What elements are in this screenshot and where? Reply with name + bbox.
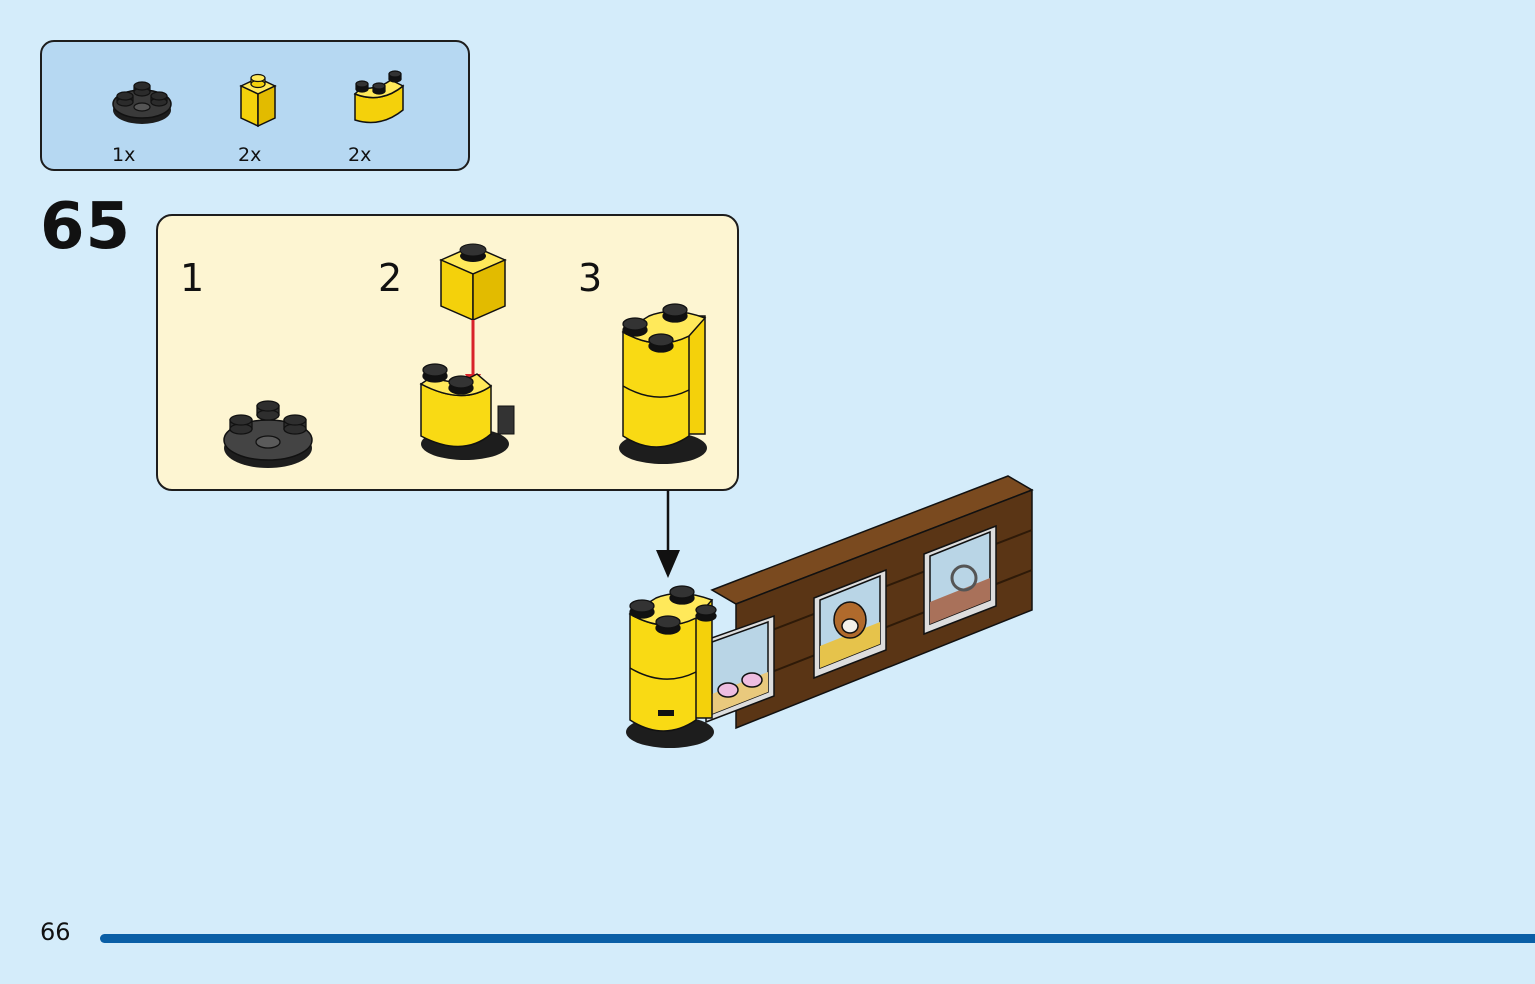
brick-1x1-falling [439,243,507,322]
substeps-box: 1 2 3 [156,214,739,491]
step-number: 65 [40,190,132,264]
picture-frame-bike [923,524,997,636]
substep-1-round-plate [223,400,313,468]
picture-frame-skate [705,614,775,724]
parts-list-box: 1x 2x 2x [40,40,470,171]
page-number: 66 [40,918,71,946]
substep-number-3: 3 [578,256,603,300]
main-model-assembly [626,475,1034,748]
round-plate-icon [112,81,172,124]
part-quantity: 1x [112,144,136,166]
substep-3-column [619,303,707,464]
substep-2-assembly [419,243,515,460]
part-quantity: 2x [238,144,262,166]
yellow-column [626,585,717,748]
round-corner-brick-icon [353,70,405,124]
part-round-plate: 1x [102,64,182,166]
substep-number-2: 2 [378,256,403,300]
picture-frame-dog [813,568,887,680]
part-quantity: 2x [348,144,372,166]
substep-number-1: 1 [180,256,205,300]
placement-arrow [656,490,680,578]
part-brick-1x1: 2x [218,64,298,166]
part-round-corner: 2x [336,64,416,166]
brick-1x1-icon [239,73,277,128]
page-rule [100,934,1535,943]
